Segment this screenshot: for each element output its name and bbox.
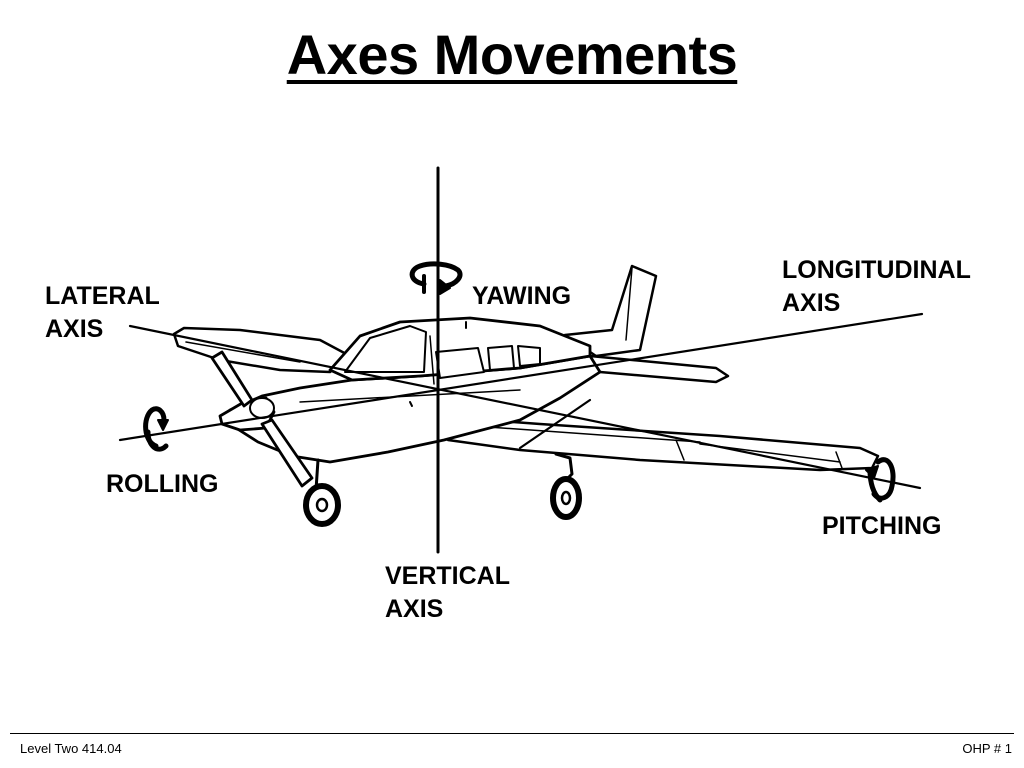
fuselage xyxy=(228,316,602,464)
yaw-arrow-icon xyxy=(409,261,463,295)
roll-arrow-icon xyxy=(143,406,169,452)
slide-title-text: Axes Movements xyxy=(286,23,738,86)
vertical-axis-label-line2: AXIS xyxy=(385,595,444,623)
lateral-axis-label-line2: AXIS xyxy=(45,315,104,343)
longitudinal-axis-label-line2: AXIS xyxy=(782,289,841,317)
vertical-axis-label: VERTICAL AXIS xyxy=(385,560,510,626)
longitudinal-axis-line xyxy=(118,312,924,442)
footer-left-text: Level Two 414.04 xyxy=(20,741,122,756)
horizontal-stabilizer xyxy=(588,354,730,384)
tail-fin xyxy=(563,264,658,358)
yawing-label: YAWING xyxy=(472,282,572,310)
lateral-axis-label-line1: LATERAL xyxy=(45,282,160,310)
pitching-label: PITCHING xyxy=(822,512,942,540)
vertical-axis-label-line1: VERTICAL xyxy=(385,562,510,590)
rolling-label: ROLLING xyxy=(106,470,219,498)
footer-right-text: OHP # 1 xyxy=(962,741,1012,756)
longitudinal-axis-label-line1: LONGITUDINAL xyxy=(782,256,971,284)
slide-title: Axes Movements xyxy=(0,22,1024,87)
propeller xyxy=(210,350,314,488)
footer-divider xyxy=(10,733,1014,734)
pitch-arrow-icon xyxy=(865,457,896,503)
right-wing xyxy=(438,416,880,472)
lateral-axis-line xyxy=(128,324,922,490)
nose-gear xyxy=(303,458,341,527)
main-gear xyxy=(550,452,582,520)
longitudinal-axis-label: LONGITUDINAL AXIS xyxy=(782,254,971,320)
lateral-axis-label: LATERAL AXIS xyxy=(45,280,160,346)
